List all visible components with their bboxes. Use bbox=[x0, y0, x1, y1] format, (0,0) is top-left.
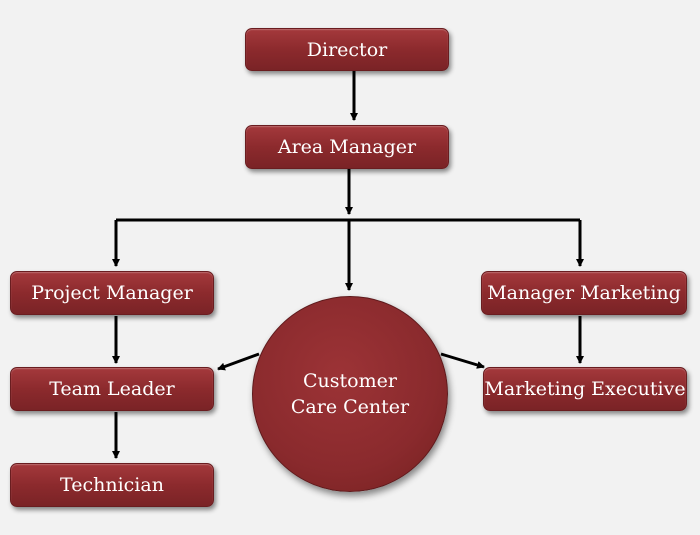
customer-care-line-2: Care Center bbox=[290, 396, 410, 418]
manager-marketing-node: Manager Marketing bbox=[481, 271, 687, 315]
customer-care-center-node: Customer Care Center bbox=[252, 296, 448, 492]
director-node: Director bbox=[245, 28, 449, 71]
edge-customer-care-marketing-executive bbox=[440, 352, 485, 369]
technician-node: Technician bbox=[10, 463, 214, 507]
team-leader-node: Team Leader bbox=[10, 367, 214, 411]
marketing-executive-node: Marketing Executive bbox=[483, 367, 687, 411]
edge-customer-care-team-leader bbox=[217, 352, 260, 371]
project-manager-node: Project Manager bbox=[10, 271, 214, 315]
area-manager-node: Area Manager bbox=[245, 125, 449, 169]
customer-care-line-1: Customer bbox=[303, 370, 397, 392]
